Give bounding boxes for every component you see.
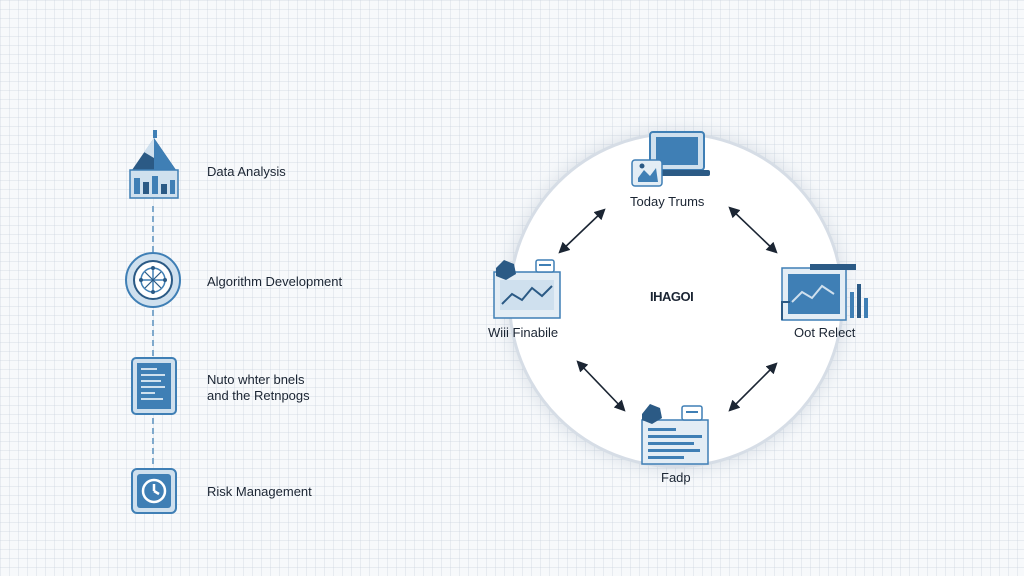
arrow-bottom-left (576, 360, 626, 412)
node-label-right: Oot Relect (794, 325, 856, 340)
connector-line-3 (152, 418, 154, 464)
laptop-icon (631, 131, 710, 187)
cycle-center-label: IHAGOI (650, 289, 694, 304)
report-board-icon (781, 264, 868, 321)
dashboard-icon-left (493, 259, 561, 319)
circuit-globe-icon (125, 252, 181, 308)
step-label-data-analysis: Data Analysis (207, 164, 286, 179)
arrow-top-left (558, 208, 606, 254)
step-label-risk-management: Risk Management (207, 484, 312, 499)
node-label-top: Today Trums (630, 194, 705, 209)
step-label-line-2: and the Retnpogs (207, 388, 310, 403)
document-tablet-icon (131, 357, 177, 415)
node-label-bottom: Fadp (661, 470, 691, 485)
connector-line-2 (152, 310, 154, 356)
connector-line-1 (152, 206, 154, 252)
node-label-left: Wiii Finabile (488, 325, 559, 340)
arrow-bottom-right (728, 362, 778, 412)
step-label-line-1: Nuto whter bnels (207, 372, 305, 387)
house-chart-icon (129, 130, 179, 199)
arrow-top-right (728, 206, 778, 254)
clock-icon (131, 468, 177, 514)
document-icon-bottom (641, 404, 709, 465)
step-label-algorithm-development: Algorithm Development (207, 274, 343, 289)
